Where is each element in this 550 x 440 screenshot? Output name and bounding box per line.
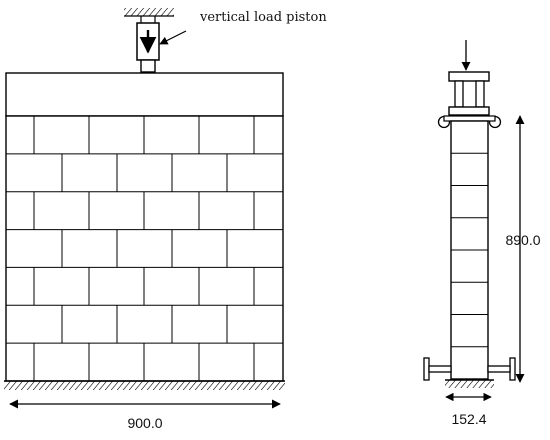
wall-length-label: 900.0 — [127, 415, 162, 431]
side-loading-head — [437, 71, 502, 129]
vertical-load-piston — [136, 16, 160, 73]
side-base-fixity — [445, 379, 494, 388]
wall-height-label: 890.0 — [505, 232, 540, 248]
wall-thickness-label: 152.4 — [451, 411, 486, 427]
base-clamp-left — [423, 357, 452, 381]
piston-pointer-arrow — [159, 30, 187, 45]
loading-beam — [5, 72, 284, 117]
side-wall-column — [450, 120, 489, 380]
wall-base-fixity — [4, 380, 285, 390]
front-view: vertical load piston 900.0 — [4, 8, 327, 431]
piston-label: vertical load piston — [199, 10, 327, 25]
brick-wall — [5, 115, 284, 382]
piston-support-hatch — [124, 8, 174, 17]
base-clamp-right — [487, 357, 516, 381]
side-view: 890.0 152.4 — [423, 40, 541, 427]
